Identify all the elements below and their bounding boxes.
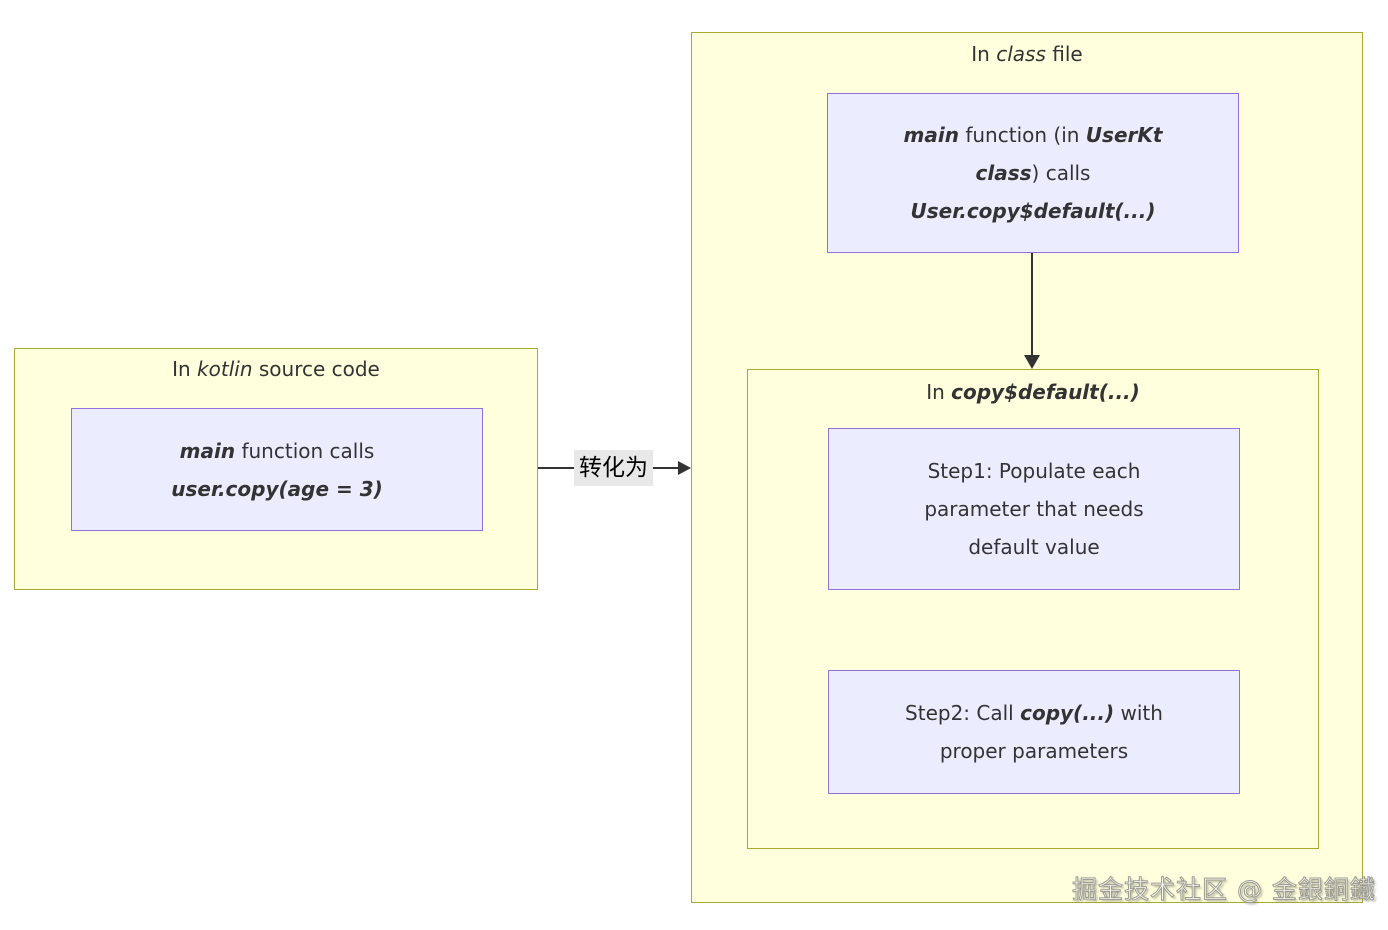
node-step1-populate-parameters: Step1: Populate each parameter that need… [828,428,1240,590]
code-term: class [975,161,1032,185]
arrowhead-right-icon [678,461,691,475]
title-emphasis: kotlin [197,357,253,381]
node-text-line: main function (in UserKt [904,116,1163,154]
node-text-line: user.copy(age = 3) [171,470,383,508]
node-text-line: Step1: Populate each [927,459,1141,483]
node-text: with [1114,701,1163,725]
cluster-copydefault: In copy$default(...) Step1: Populate eac… [747,369,1319,849]
edge-down-line [1031,253,1033,356]
node-text: Step2: Call [905,701,1021,725]
node-text: function (in [958,123,1086,147]
node-main-calls-copy: main function calls user.copy(age = 3) [71,408,483,531]
node-text-line: User.copy$default(...) [911,192,1156,230]
watermark-text: 掘金技术社区 @ 金銀銅鐵 [1072,875,1376,905]
node-text-line: default value [968,535,1100,559]
node-text-line: proper parameters [939,739,1129,763]
code-term: main [903,123,959,147]
title-text: source code [252,357,380,381]
node-text: ) calls [1031,161,1091,185]
cluster-kotlin-source-title: In kotlin source code [15,354,537,384]
title-text: In [172,357,198,381]
arrowhead-down-icon [1024,355,1040,369]
node-text-line: class) calls [976,154,1091,192]
node-text-line: main function calls [180,432,375,470]
title-text: In [971,42,997,66]
cluster-kotlin-source: In kotlin source code main function call… [14,348,538,590]
node-text-line: Step2: Call copy(...) with [905,694,1163,732]
title-emphasis: class [996,42,1046,66]
edge-transform-label: 转化为 [574,450,653,486]
title-text: In [926,380,952,404]
cluster-class-file: In class file main function (in UserKt c… [691,32,1363,903]
cluster-copydefault-title: In copy$default(...) [748,377,1318,407]
code-term: copy$default(...) [951,380,1140,404]
code-term: copy(...) [1020,701,1115,725]
node-step2-call-copy: Step2: Call copy(...) with proper parame… [828,670,1240,794]
cluster-class-file-title: In class file [692,39,1362,69]
node-text-line: parameter that needs [924,497,1144,521]
node-text: function calls [235,438,375,463]
code-term: main [179,438,236,463]
code-term: UserKt [1085,123,1163,147]
node-main-userkt-calls-copydefault: main function (in UserKt class) calls Us… [827,93,1239,253]
title-text: file [1045,42,1083,66]
code-term: user.copy(age = 3) [171,476,383,501]
code-term: User.copy$default(...) [910,199,1156,223]
